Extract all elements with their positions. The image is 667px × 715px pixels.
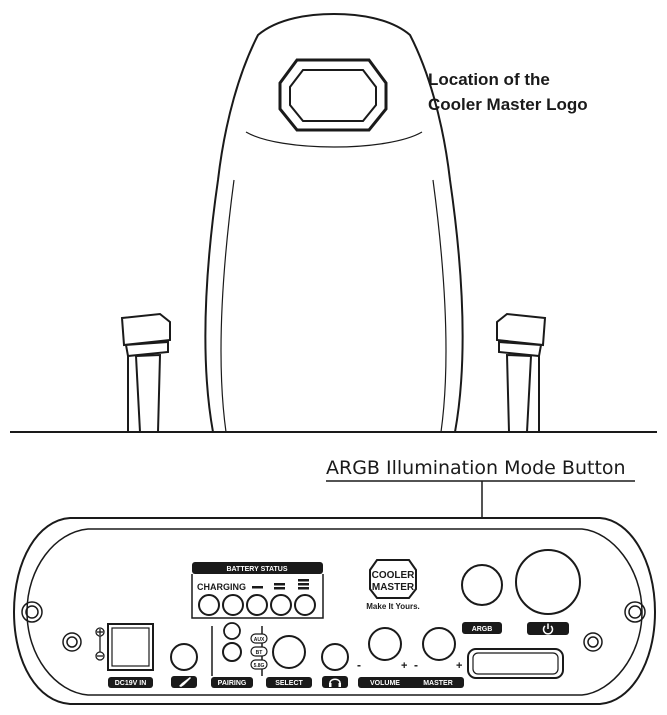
panel-inner-bezel: [26, 528, 643, 696]
select-label-plate: [266, 677, 312, 688]
master-minus-sign: -: [414, 658, 418, 672]
brand-tagline: Make It Yours.: [366, 602, 420, 611]
brand-line1: COOLER: [372, 570, 416, 581]
chair-backrest: [204, 12, 464, 433]
source-aux-label: AUX: [254, 637, 265, 643]
brand-line2: MASTER: [372, 582, 415, 593]
battery-led-1: [222, 594, 244, 616]
argb-callout-label: ARGB Illumination Mode Button: [326, 457, 626, 479]
gaming-chair-illustration: [120, 12, 547, 433]
charging-label: CHARGING: [197, 582, 246, 592]
argb-mode-button[interactable]: [461, 564, 503, 606]
headrest-seam: [245, 131, 423, 148]
right-screw: [624, 601, 646, 623]
master-label: MASTER: [423, 680, 453, 687]
dc-in-port[interactable]: [107, 623, 154, 671]
paintbrush-icon: [179, 677, 191, 687]
left-screw: [21, 601, 43, 623]
brush-button[interactable]: [170, 643, 198, 671]
pairing-indicator-group: [211, 622, 241, 676]
battery-led-4: [294, 594, 316, 616]
volume-minus-sign: -: [357, 658, 361, 672]
argb-label: ARGB: [472, 626, 493, 633]
display-window: [467, 648, 564, 679]
dc-in-label: DC19V IN: [115, 680, 147, 687]
right-jack: [583, 632, 603, 652]
battery-led-2: [246, 594, 268, 616]
master-plus-sign: +: [456, 660, 462, 672]
logo-caption-line2: Cooler Master Logo: [428, 95, 588, 114]
control-panel: DC19V IN BATTERY STATUS CHARGING: [12, 517, 657, 705]
source-bt-label: BT: [256, 650, 263, 656]
battery-led-charging: [198, 594, 220, 616]
headphone-jack[interactable]: [321, 643, 349, 671]
volume-label: VOLUME: [370, 680, 400, 687]
logo-caption-line1: Location of the: [428, 70, 550, 89]
source-58g-indicator: [250, 659, 268, 670]
battery-level-3-icon: [298, 579, 309, 582]
volume-plus-sign: +: [401, 660, 407, 672]
polarity-symbol-icon: [95, 627, 105, 661]
power-button[interactable]: [515, 549, 581, 615]
battery-level-2-icon: [274, 583, 285, 586]
pairing-label-plate: [211, 677, 253, 688]
cooler-master-brand-logo: COOLER MASTER: [369, 559, 417, 599]
battery-level-1-icon: [252, 586, 263, 589]
argb-label-plate: [462, 622, 502, 634]
headphones-icon: [329, 678, 341, 687]
dc-in-label-plate: [108, 677, 153, 688]
battery-led-3: [270, 594, 292, 616]
pairing-button[interactable]: [222, 642, 242, 662]
source-selector: AUX BT 5.8G: [250, 626, 268, 676]
source-bt-indicator: [250, 646, 268, 657]
left-armrest: [120, 312, 171, 433]
source-aux-indicator: [250, 633, 268, 644]
battery-status-block: BATTERY STATUS CHARGING: [191, 562, 324, 619]
headphone-label-plate: [322, 676, 348, 688]
right-armrest: [496, 312, 547, 433]
volume-master-label-plate: [358, 677, 464, 688]
cooler-master-logo-location: [278, 58, 388, 132]
select-button[interactable]: [272, 635, 306, 669]
volume-knob[interactable]: [368, 627, 402, 661]
pairing-led: [223, 622, 241, 640]
left-jack: [62, 632, 82, 652]
battery-status-title: BATTERY STATUS: [226, 566, 287, 573]
source-58g-label: 5.8G: [254, 663, 265, 669]
master-knob[interactable]: [422, 627, 456, 661]
select-label: SELECT: [275, 680, 303, 687]
pairing-label: PAIRING: [218, 680, 247, 687]
power-icon: [542, 623, 554, 635]
